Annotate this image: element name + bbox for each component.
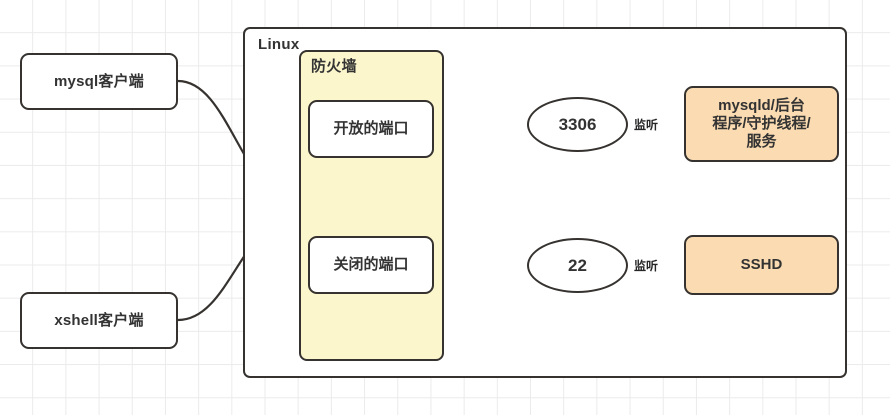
open-port-box[interactable]: 开放的端口 [308, 100, 434, 158]
firewall-box[interactable]: 防火墙 [299, 50, 444, 361]
closed-port-box[interactable]: 关闭的端口 [308, 236, 434, 294]
sshd-service-line-1: SSHD [740, 256, 783, 274]
port-22-ellipse[interactable]: 22 [527, 238, 628, 293]
port-3306-ellipse[interactable]: 3306 [527, 97, 628, 152]
firewall-label: 防火墙 [311, 58, 357, 75]
mysqld-service-line-2: 程序/守护线程/ [712, 115, 811, 133]
listen-label-3306: 监听 [634, 118, 659, 132]
linux-container-label: Linux [258, 36, 300, 53]
listen-label-22: 监听 [634, 259, 659, 273]
xshell-client-box[interactable]: xshell客户端 [20, 292, 178, 349]
mysqld-service-box[interactable]: mysqld/后台 程序/守护线程/ 服务 [684, 86, 839, 162]
mysqld-service-line-3: 服务 [746, 132, 777, 150]
sshd-service-box[interactable]: SSHD [684, 235, 839, 295]
mysqld-service-line-1: mysqld/后台 [718, 97, 805, 115]
mysql-client-box[interactable]: mysql客户端 [20, 53, 178, 110]
